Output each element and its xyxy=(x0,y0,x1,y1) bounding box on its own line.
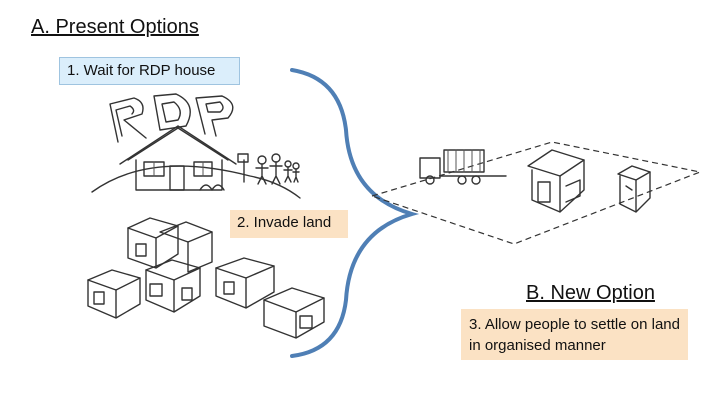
option-organised-settlement-label: 3. Allow people to settle on land in org… xyxy=(469,316,680,354)
site-shed-drawing xyxy=(617,165,651,213)
option-invade-land-box: 2. Invade land xyxy=(230,210,348,238)
organised-site-illustration xyxy=(370,141,703,245)
brace xyxy=(290,68,420,358)
option-wait-rdp-box: 1. Wait for RDP house xyxy=(59,57,240,85)
rdp-lettering xyxy=(109,93,234,143)
option-wait-rdp-label: 1. Wait for RDP house xyxy=(67,62,216,79)
option-invade-land-label: 2. Invade land xyxy=(237,214,332,231)
present-options-title: A. Present Options xyxy=(31,16,199,38)
new-option-title: B. New Option xyxy=(526,282,655,304)
site-house-drawing xyxy=(527,149,585,213)
option-organised-settlement-box: 3. Allow people to settle on land in org… xyxy=(461,309,688,360)
rdp-house-illustration xyxy=(91,93,301,199)
truck-drawing xyxy=(419,149,507,185)
informal-settlement-illustration xyxy=(87,217,325,339)
family-figures xyxy=(255,153,300,185)
